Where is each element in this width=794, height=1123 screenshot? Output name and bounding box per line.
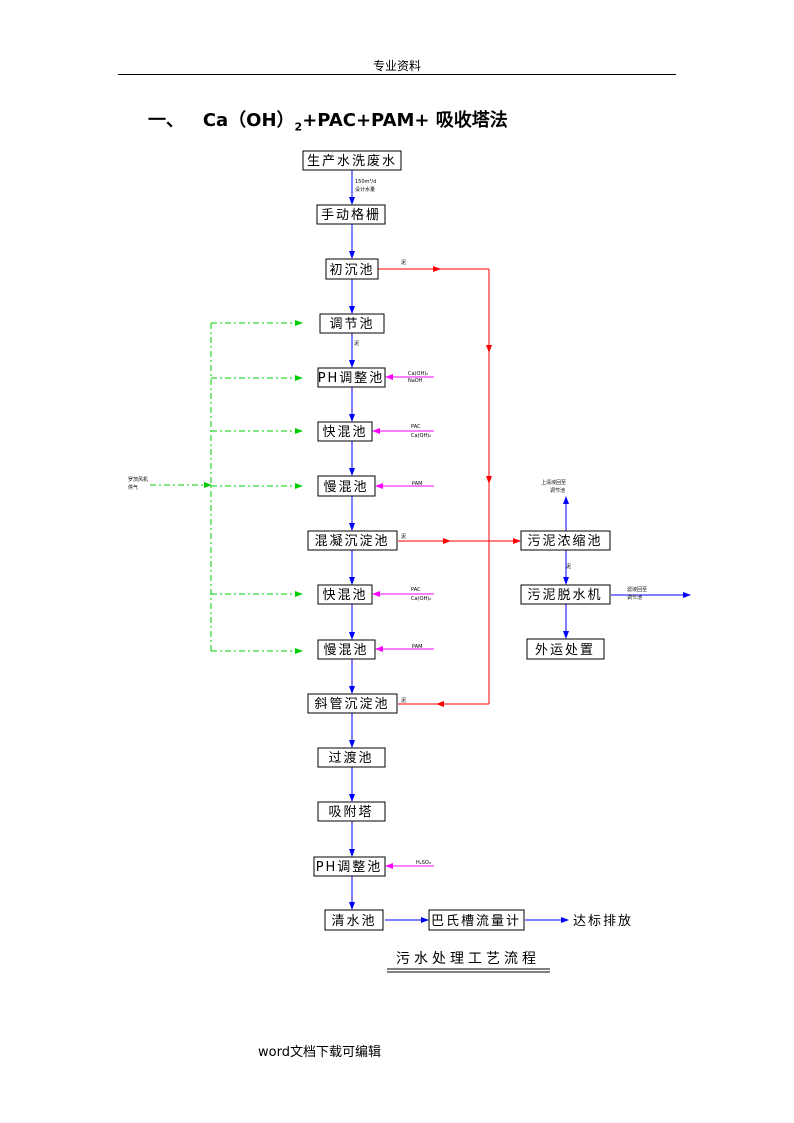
svg-text:快混池: 快混池: [322, 425, 367, 440]
section-number: 一、: [148, 110, 184, 131]
chem-pac-2: PAC: [411, 587, 421, 593]
supernatant-label-2: 调节池: [550, 487, 565, 494]
svg-text:慢混池: 慢混池: [323, 642, 368, 658]
node-grille: 手动格栅: [316, 204, 386, 225]
chem-pam-1: PAM: [412, 481, 422, 487]
node-ph-adjust-1: PH调整池: [317, 367, 386, 388]
air-label-2: 供气: [128, 484, 138, 491]
aeration-lines: [150, 320, 303, 654]
node-equalize: 调节池: [319, 313, 385, 334]
svg-text:调节池: 调节池: [329, 317, 374, 332]
filtrate-label-1: 滤液回至: [627, 586, 647, 593]
chem-pac-1: PAC: [411, 424, 421, 430]
supernatant-label-1: 上清液回至: [541, 479, 566, 486]
node-incline-settle: 斜管沉淀池: [307, 693, 398, 714]
node-discharge: 达标排放: [573, 914, 633, 929]
svg-text:快混池: 快混池: [322, 588, 367, 603]
node-parshall: 巴氏槽流量计: [428, 909, 525, 931]
node-adsorption: 吸附塔: [317, 801, 386, 822]
node-coag-settle: 混凝沉淀池: [307, 530, 398, 551]
node-slow-mix-2: 慢混池: [317, 639, 376, 660]
sludge-mark-2: 泥: [354, 340, 359, 347]
diagram-caption: 污水处理工艺流程: [396, 951, 540, 967]
svg-text:外运处置: 外运处置: [535, 643, 595, 658]
svg-text:斜管沉淀池: 斜管沉淀池: [314, 697, 389, 712]
svg-text:污泥浓缩池: 污泥浓缩池: [527, 533, 602, 549]
node-quick-mix-1: 快混池: [317, 421, 373, 442]
node-clear-water: 清水池: [324, 909, 384, 931]
header-rule: [118, 74, 676, 75]
page-footer: word文档下载可编辑: [258, 1045, 381, 1060]
air-label-1: 罗茨风机: [128, 476, 148, 483]
flow-note-2: 设计水量: [355, 186, 375, 193]
filtrate-label-2: 调节池: [627, 594, 642, 601]
page-header: 专业资料: [372, 59, 421, 73]
chem-caoh2-1: Ca(OH)₂: [408, 371, 428, 377]
node-sludge-dewater: 污泥脱水机: [520, 584, 611, 605]
node-quick-mix-2: 快混池: [317, 584, 373, 605]
svg-text:清水池: 清水池: [331, 914, 376, 929]
svg-text:混凝沉淀池: 混凝沉淀池: [314, 533, 389, 549]
sludge-mark-5: 泥: [566, 563, 571, 570]
chem-pam-2: PAM: [412, 644, 422, 650]
flow-note-1: 150m³/d: [355, 179, 376, 185]
section-title-pre: Ca（OH）: [202, 110, 295, 131]
section-title: 一、 Ca（OH）2+PAC+PAM+ 吸收塔法: [148, 106, 508, 134]
section-title-post: +PAC+PAM+ 吸收塔法: [302, 110, 508, 131]
node-primary-settle: 初沉池: [325, 258, 379, 280]
svg-text:初沉池: 初沉池: [329, 263, 374, 278]
node-slow-mix-1: 慢混池: [317, 475, 376, 497]
node-transition: 过渡池: [317, 747, 386, 768]
node-sludge-thicken: 污泥浓缩池: [520, 530, 611, 551]
main-flow-lines: [349, 170, 691, 923]
section-title-sub: 2: [294, 120, 303, 134]
svg-text:过渡池: 过渡池: [328, 750, 373, 766]
svg-text:吸附塔: 吸附塔: [328, 805, 373, 820]
svg-text:PH调整池: PH调整池: [316, 860, 383, 875]
svg-text:PH调整池: PH调整池: [318, 371, 385, 386]
dosing-lines: [372, 374, 434, 869]
svg-text:污泥脱水机: 污泥脱水机: [527, 588, 602, 603]
sludge-mark-3: 泥: [401, 533, 406, 540]
svg-text:巴氏槽流量计: 巴氏槽流量计: [431, 914, 521, 929]
node-outward: 外运处置: [526, 638, 605, 660]
svg-text:慢混池: 慢混池: [323, 479, 368, 495]
chem-naoh: NaOH: [408, 378, 423, 384]
chem-caoh2-3: Ca(OH)₂: [411, 596, 431, 602]
sludge-mark-4: 泥: [401, 697, 406, 704]
sludge-mark-1: 泥: [401, 259, 406, 266]
sludge-arrowheads: [433, 266, 492, 707]
node-source: 生产水洗废水: [302, 150, 402, 171]
svg-text:生产水洗废水: 生产水洗废水: [307, 153, 397, 169]
chem-caoh2-2: Ca(OH)₂: [411, 433, 431, 439]
svg-text:手动格栅: 手动格栅: [321, 207, 381, 223]
chem-h2so4: H₂SO₄: [416, 860, 431, 866]
node-ph-adjust-2: PH调整池: [313, 856, 386, 877]
